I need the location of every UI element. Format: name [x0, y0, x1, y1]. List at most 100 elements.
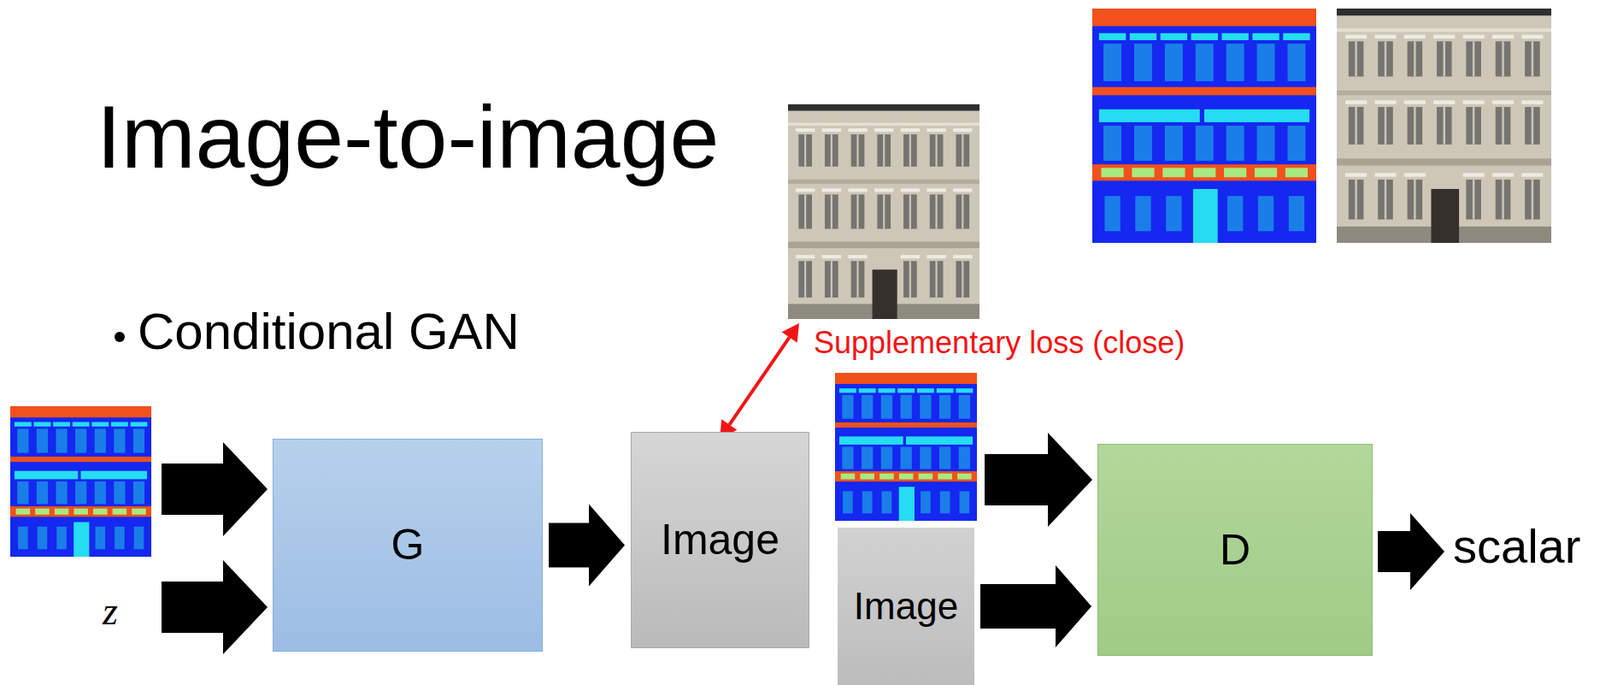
photo-region: [830, 194, 833, 229]
photo-region: [1436, 41, 1453, 77]
map-region: [1257, 43, 1276, 82]
map-region: [94, 526, 106, 549]
block-arrow: [548, 504, 625, 587]
map-region: [959, 490, 971, 513]
photo-region: [804, 260, 806, 298]
map-region: [75, 481, 87, 504]
map-region: [919, 394, 931, 419]
map-region: [882, 490, 893, 513]
photo-region: [1374, 172, 1396, 177]
photo-region: [1472, 106, 1476, 145]
map-region: [1134, 43, 1153, 82]
map-region: [114, 526, 125, 549]
map-region: [134, 526, 145, 549]
map-region: [1099, 33, 1126, 41]
photo-region: [1501, 106, 1505, 145]
photo-region: [909, 260, 912, 298]
photo-region: [874, 128, 894, 132]
photo-region: [1463, 35, 1485, 39]
photo-region: [876, 134, 891, 167]
photo-region: [1524, 106, 1541, 145]
photo-region: [952, 188, 972, 192]
photo-region: [824, 194, 839, 229]
label-map: [835, 372, 977, 521]
photo-region: [824, 134, 839, 167]
map-region: [1285, 167, 1308, 177]
slide-title: Image-to-image: [96, 92, 719, 182]
map-region: [133, 481, 145, 504]
map-region: [1100, 167, 1124, 177]
photo-region: [1384, 106, 1388, 145]
photo-region: [903, 260, 918, 298]
map-region: [919, 447, 931, 470]
map-region: [94, 428, 106, 453]
photo-region: [1345, 35, 1367, 39]
photo-region: [1524, 179, 1541, 220]
map-region: [955, 388, 973, 393]
map-region: [17, 428, 29, 453]
photo-region: [1413, 41, 1417, 77]
label-map: [10, 405, 152, 557]
photo-region: [1354, 179, 1358, 220]
photo-region: [1407, 41, 1424, 77]
map-region: [1104, 195, 1120, 231]
photo-region: [876, 194, 891, 229]
photo-region: [830, 134, 833, 167]
output-label: scalar: [1452, 522, 1581, 571]
photo-region: [1413, 179, 1417, 220]
photo-region: [1384, 41, 1388, 77]
map-region: [1227, 195, 1243, 231]
image-box: Image: [837, 527, 975, 685]
map-region: [55, 481, 67, 504]
photo-region: [851, 134, 865, 167]
photo-region: [1433, 35, 1455, 39]
map-region: [879, 473, 895, 480]
loss-note: Supplementary loss (close): [813, 327, 1185, 359]
photo-region: [926, 254, 946, 259]
photo-region: [1463, 172, 1485, 177]
photo-region: [1348, 106, 1365, 145]
bullet-text: Conditional GAN: [137, 305, 520, 358]
map-region: [1204, 109, 1310, 123]
photo-region: [795, 254, 815, 259]
map-region: [940, 490, 951, 513]
map-region: [881, 394, 893, 419]
photo-region: [900, 254, 920, 259]
map-region: [841, 473, 856, 480]
photo-region: [1345, 100, 1367, 104]
map-region: [1195, 125, 1214, 161]
map-region: [1162, 167, 1185, 177]
photo-region: [955, 260, 970, 298]
map-region: [131, 508, 146, 515]
map-region: [54, 508, 69, 515]
map-region: [75, 428, 87, 453]
photo-region: [795, 188, 815, 192]
photo-region: [1404, 172, 1426, 177]
photo-region: [1336, 158, 1552, 165]
photo-region: [1463, 100, 1485, 104]
map-region: [73, 522, 89, 557]
map-region: [1195, 43, 1214, 82]
photo-region: [961, 194, 964, 229]
map-region: [1287, 125, 1306, 161]
photo-region: [882, 194, 885, 229]
photo-region: [926, 128, 946, 132]
photo-region: [1492, 172, 1514, 177]
map-region: [958, 447, 971, 470]
map-region: [1252, 33, 1279, 41]
photo-region: [1374, 35, 1396, 39]
photo-region: [929, 194, 944, 229]
map-region: [111, 421, 129, 426]
map-region: [1092, 87, 1317, 96]
block-arrow: [161, 559, 268, 654]
map-region: [1092, 8, 1317, 27]
map-region: [35, 508, 50, 515]
photo-region: [1442, 41, 1446, 77]
photo-region: [900, 188, 920, 192]
map-region: [841, 394, 853, 419]
map-region: [36, 481, 48, 504]
map-region: [1257, 125, 1276, 161]
photo-region: [1465, 41, 1482, 77]
map-region: [72, 421, 90, 426]
photo-region: [929, 260, 944, 298]
